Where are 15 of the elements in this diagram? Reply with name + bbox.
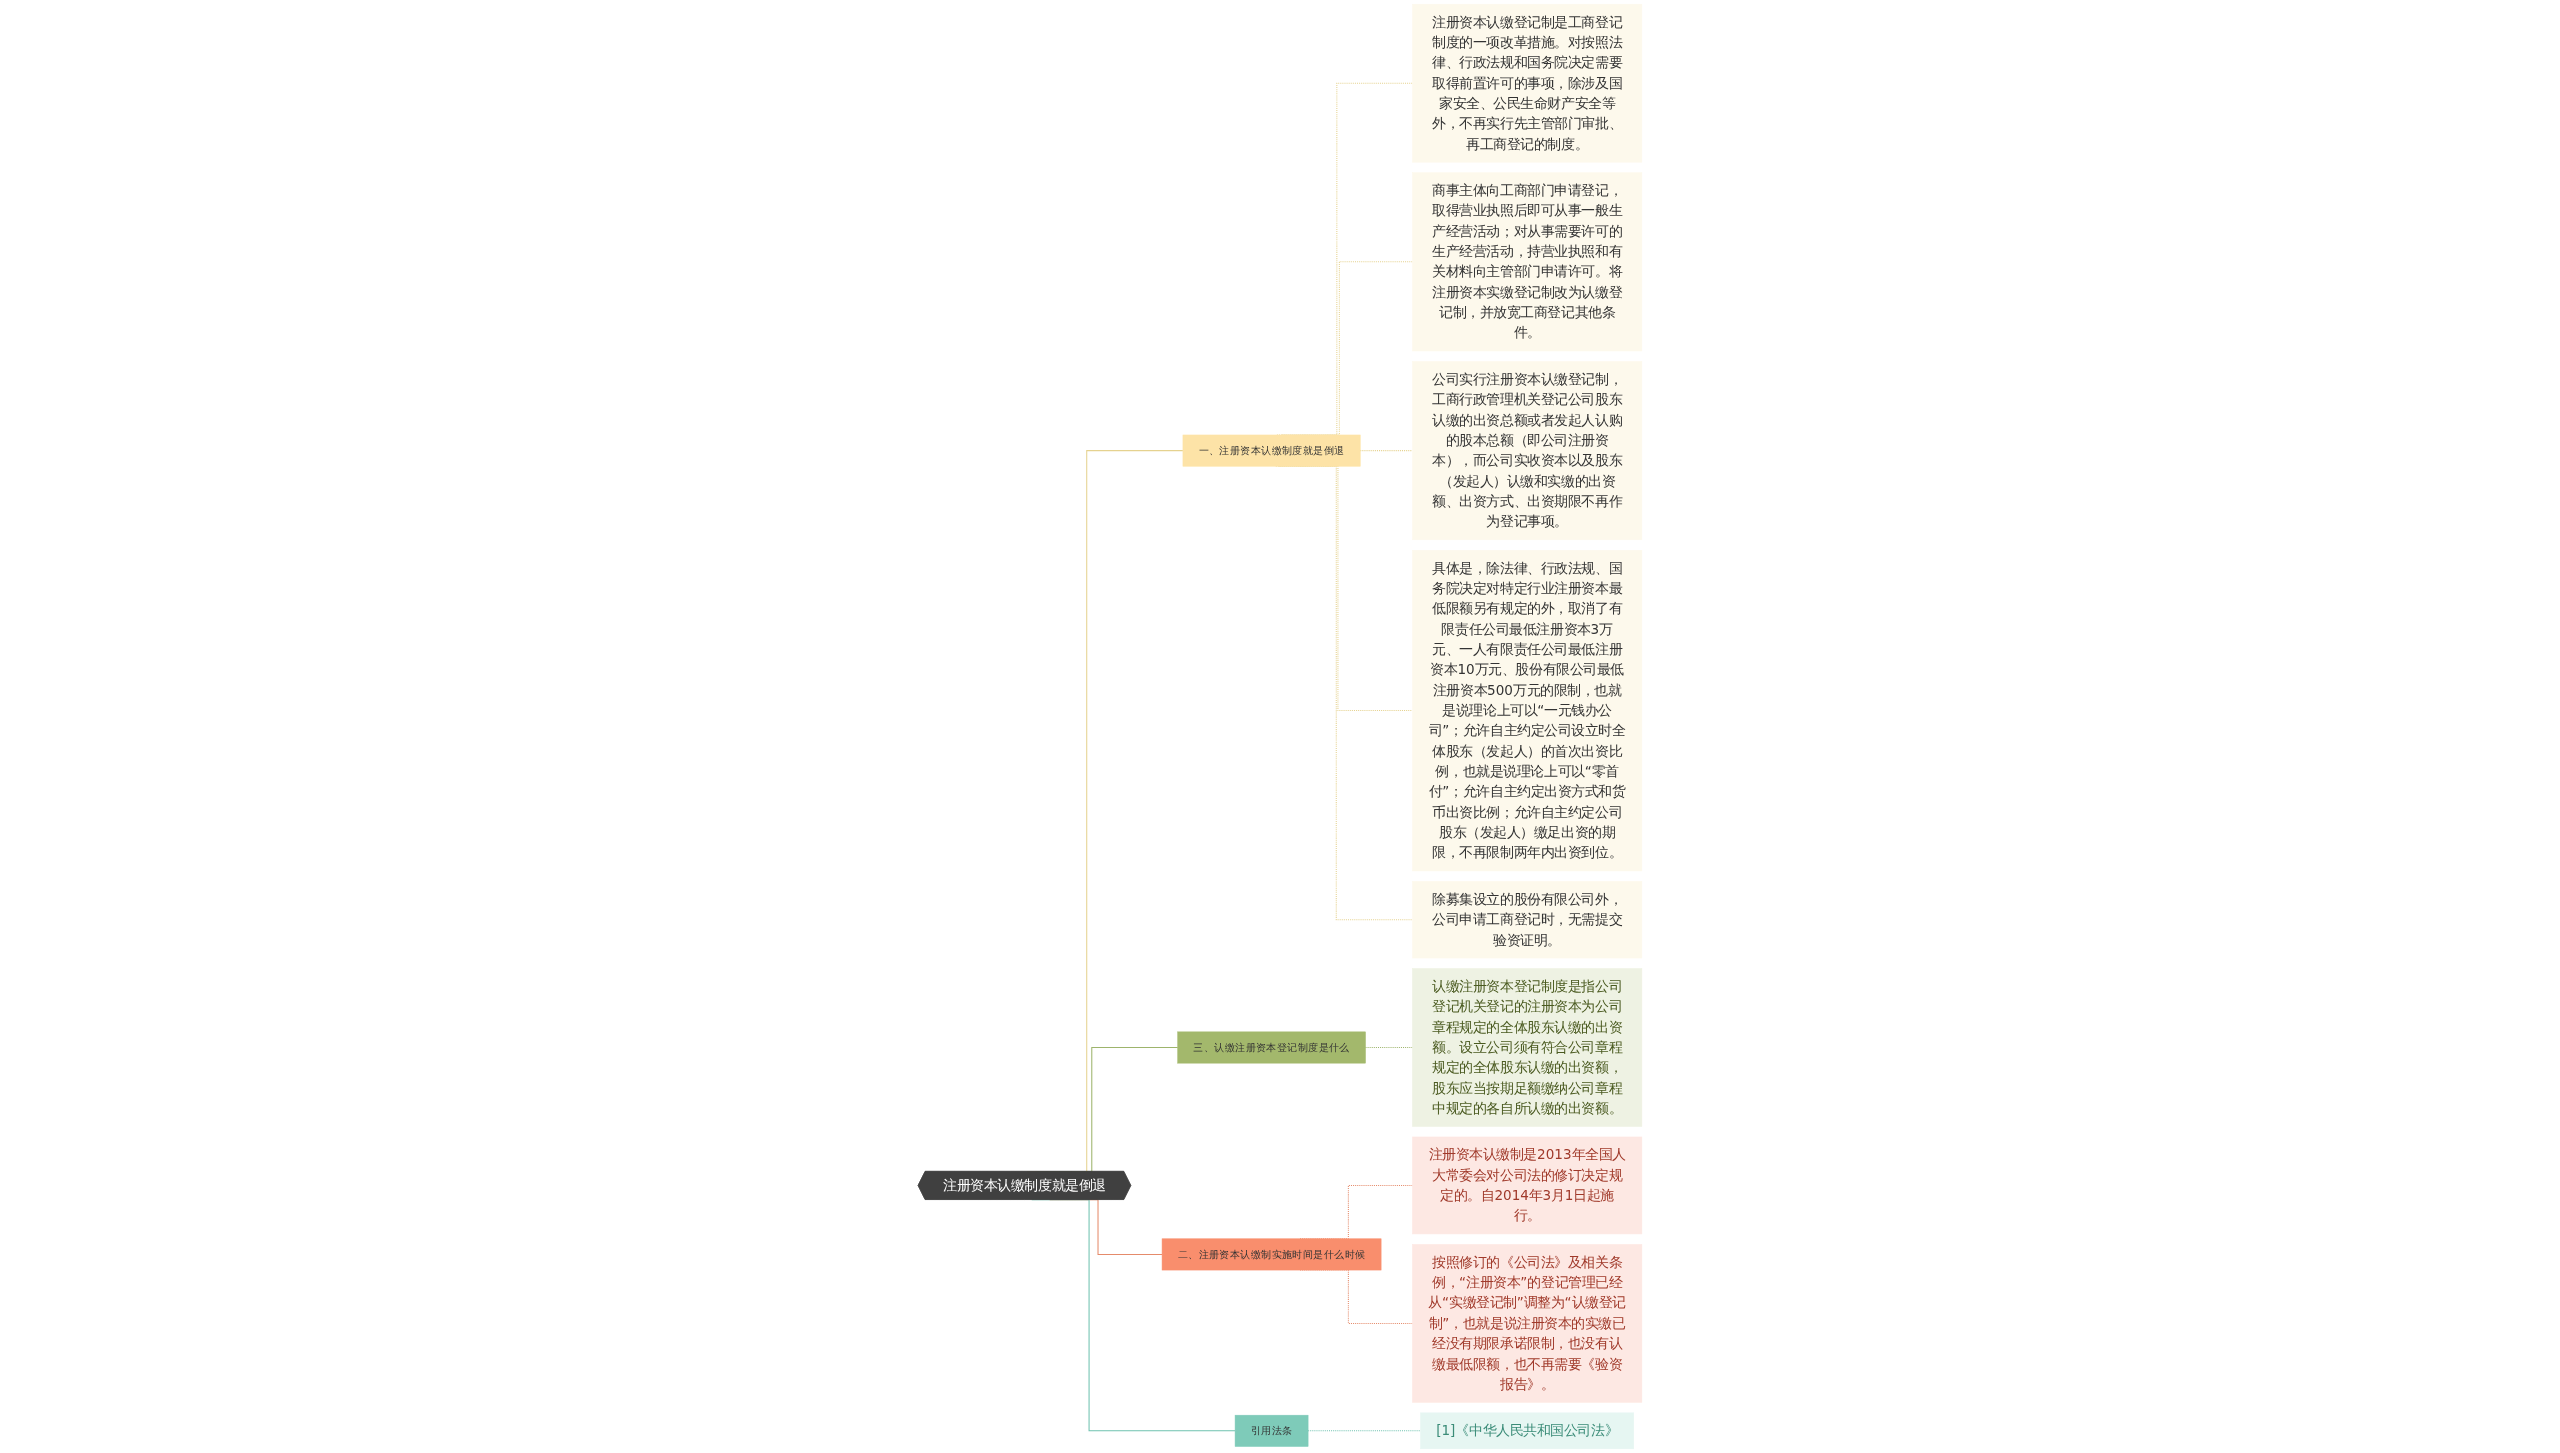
connector bbox=[1364, 1047, 1413, 1049]
node-box: [1]《中华人民共和国公司法》 bbox=[1420, 1412, 1634, 1450]
node-box: 认缴注册资本登记制度是指公司登记机关登记的注册资本为公司章程规定的全体股东认缴的出资额。设立公司须有符合公司章程规定的全体股东认缴的出资额，股东应当按期足额缴纳公司章程中规定的各自所认缴的出资额。 bbox=[1412, 968, 1643, 1127]
node-box: 引用法条 bbox=[1234, 1414, 1309, 1447]
node-box: 按照修订的《公司法》及相关条例，“注册资本”的登记管理已经从“实缴登记制”调整为“认缴登记制”，也就是说注册资本的实缴已经没有期限承诺限制，也没有认缴最低限额，也不再需要《验资报告》。 bbox=[1412, 1244, 1643, 1403]
node-box: 注册资本认缴制是2013年全国人大常委会对公司法的修订决定规定的。自2014年3月1日起施行。 bbox=[1412, 1136, 1643, 1235]
node-box: 商事主体向工商部门申请登记，取得营业执照后即可从事一般生产经营活动；对从事需要许可的生产经营活动，持营业执照和有关材料向主管部门申请许可。将注册资本实缴登记制改为认缴登记制，并放宽工商登记其他条件。 bbox=[1412, 172, 1643, 352]
node-box: 三、认缴注册资本登记制度是什么 bbox=[1177, 1031, 1366, 1064]
node-box: 一、注册资本认缴制度就是倒退 bbox=[1182, 434, 1361, 467]
node-box: 注册资本认缴登记制是工商登记制度的一项改革措施。对按照法律、行政法规和国务院决定需要取得前置许可的事项，除涉及国家安全、公民生命财产安全等外，不再实行先主管部门审批、再工商登记的制度。 bbox=[1412, 3, 1643, 163]
node-box: 二、注册资本认缴制实施时间是什么时候 bbox=[1161, 1238, 1382, 1271]
node-box: 除募集设立的股份有限公司外，公司申请工商登记时，无需提交验资证明。 bbox=[1412, 881, 1643, 959]
connector bbox=[1359, 450, 1413, 452]
node-box: 公司实行注册资本认缴登记制，工商行政管理机关登记公司股东认缴的出资总额或者发起人认购的股本总额（即公司注册资本），而公司实收资本以及股东（发起人）认缴和实缴的出资额、出资方式、出资期限不再作为登记事项。 bbox=[1412, 361, 1643, 541]
node-box: 具体是，除法律、行政法规、国务院决定对特定行业注册资本最低限额另有规定的外，取消了有限责任公司最低注册资本3万元、一人有限责任公司最低注册资本10万元、股份有限公司最低注册资本500万元的限制，也就是说理论上可以“一元钱办公司”；允许自主约定公司设立时全体股东（发起人）的首次出资比例，也就是说理论上可以“零首付”；允许自主约定出资方式和货币出资比例；允许自主约定公司股东（发起人）缴足出资的期限，不再限制两年内出资到位。 bbox=[1412, 549, 1643, 872]
